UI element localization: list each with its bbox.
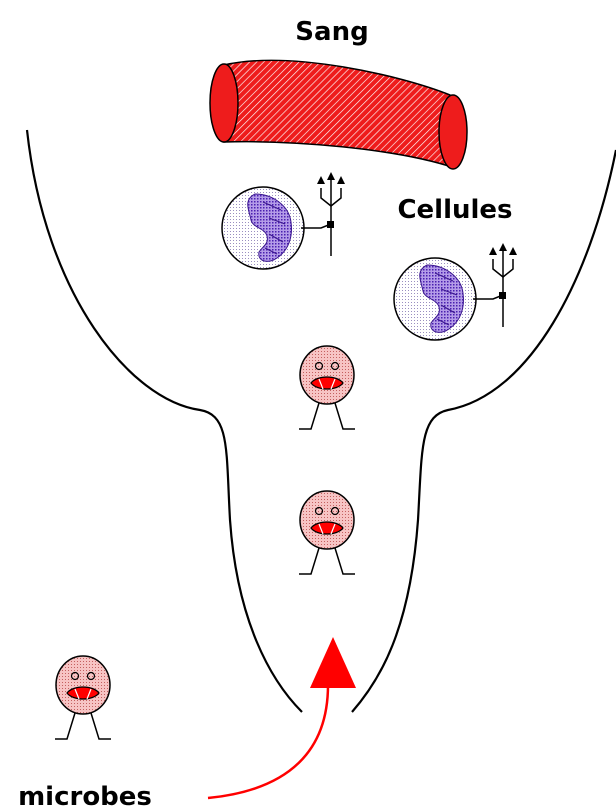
immune-cell-icon (222, 172, 345, 269)
label-blood: Sang (295, 17, 368, 47)
microbe-icon (299, 346, 355, 429)
immune-cell-icon (394, 243, 517, 340)
curved-arrow-icon (208, 637, 356, 798)
label-cells: Cellules (397, 195, 512, 225)
microbe-icon (55, 656, 111, 739)
microbe-icon (299, 491, 355, 574)
label-microbes: microbes (18, 782, 152, 811)
tissue-outline-right (352, 150, 616, 712)
blood-vessel-icon (210, 60, 467, 169)
